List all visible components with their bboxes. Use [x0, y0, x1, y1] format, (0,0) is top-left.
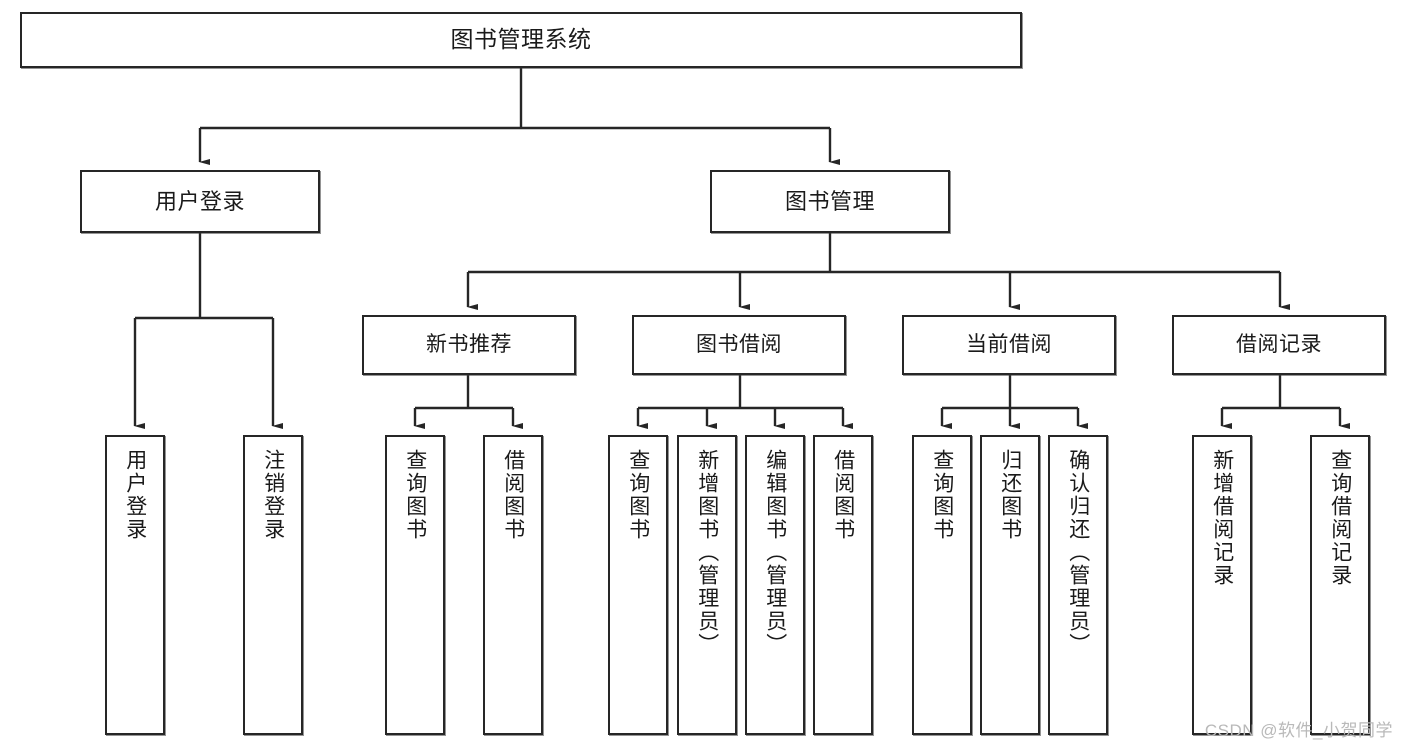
node-add-borrow-record[interactable]: 新增借阅记录 [1192, 435, 1252, 735]
node-user-login[interactable]: 用户登录 [80, 170, 320, 233]
node-label: 图书借阅 [696, 332, 782, 356]
node-label: 查询图书 [626, 449, 650, 541]
node-logout-leaf[interactable]: 注销登录 [243, 435, 303, 735]
node-label: 用户登录 [123, 449, 147, 541]
node-query-borrow-record[interactable]: 查询借阅记录 [1310, 435, 1370, 735]
node-label: 借阅记录 [1236, 332, 1322, 356]
node-label: 编辑图书（管理员） [763, 449, 787, 656]
node-query-book-recommend[interactable]: 查询图书 [385, 435, 445, 735]
node-label: 查询图书 [930, 449, 954, 541]
node-label: 新增图书（管理员） [695, 449, 719, 656]
node-new-book-recommend[interactable]: 新书推荐 [362, 315, 576, 375]
watermark-text: CSDN @软件_小贺同学 [1204, 721, 1393, 740]
node-book-borrow[interactable]: 图书借阅 [632, 315, 846, 375]
node-label: 图书管理系统 [450, 26, 592, 53]
node-label: 新增借阅记录 [1210, 449, 1234, 587]
node-label: 当前借阅 [966, 332, 1052, 356]
node-current-borrow[interactable]: 当前借阅 [902, 315, 1116, 375]
node-query-book-borrow[interactable]: 查询图书 [608, 435, 668, 735]
node-label: 注销登录 [261, 449, 285, 541]
node-add-book-admin[interactable]: 新增图书（管理员） [677, 435, 737, 735]
node-borrow-book-recommend[interactable]: 借阅图书 [483, 435, 543, 735]
node-label: 借阅图书 [501, 449, 525, 541]
node-borrow-book[interactable]: 借阅图书 [813, 435, 873, 735]
node-root-system[interactable]: 图书管理系统 [20, 12, 1022, 68]
node-label: 图书管理 [784, 188, 875, 214]
node-label: 查询图书 [403, 449, 427, 541]
node-label: 用户登录 [154, 188, 245, 214]
node-user-login-leaf[interactable]: 用户登录 [105, 435, 165, 735]
node-book-management[interactable]: 图书管理 [710, 170, 950, 233]
node-label: 查询借阅记录 [1328, 449, 1352, 587]
node-query-book-current[interactable]: 查询图书 [912, 435, 972, 735]
node-label: 确认归还（管理员） [1066, 449, 1090, 656]
node-confirm-return-admin[interactable]: 确认归还（管理员） [1048, 435, 1108, 735]
node-borrow-record[interactable]: 借阅记录 [1172, 315, 1386, 375]
node-return-book[interactable]: 归还图书 [980, 435, 1040, 735]
node-edit-book-admin[interactable]: 编辑图书（管理员） [745, 435, 805, 735]
node-label: 新书推荐 [426, 332, 512, 356]
node-label: 借阅图书 [831, 449, 855, 541]
node-label: 归还图书 [998, 449, 1022, 541]
